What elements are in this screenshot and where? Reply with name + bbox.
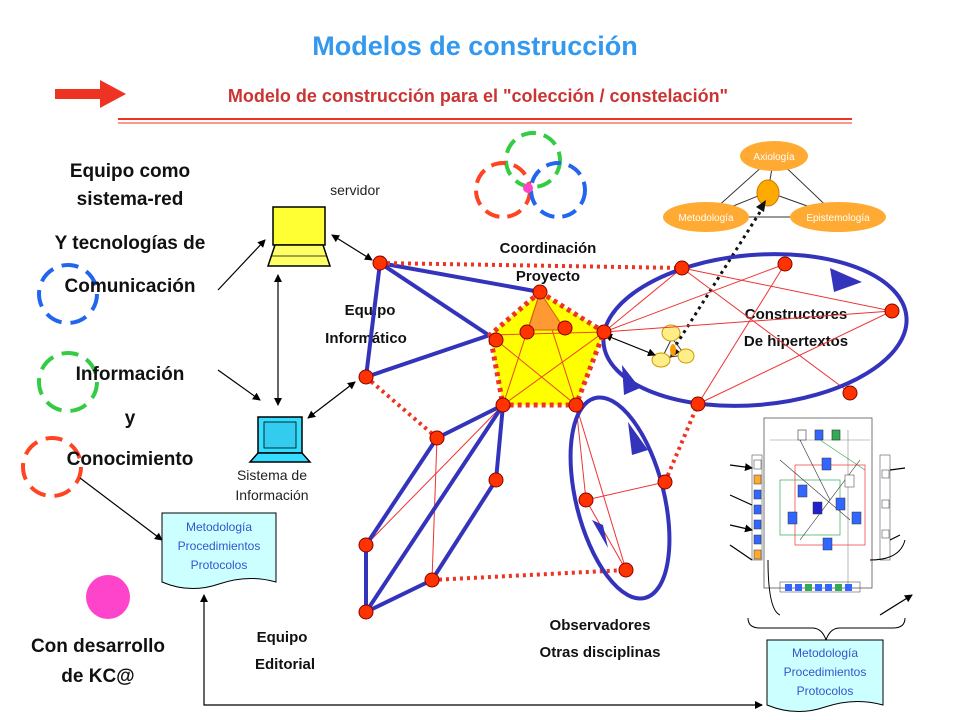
label-sistema-1: Sistema de [237,467,307,483]
node [488,472,504,488]
network-thin-links [365,263,893,581]
node [568,397,584,413]
network-blue-links [364,261,541,614]
label-y: y [125,408,136,429]
red-arrow-icon [55,80,126,108]
node [578,492,594,508]
coordination-pentagon [487,288,608,408]
node [358,537,374,553]
doc-right-line1: Metodología [792,646,858,660]
dashed-rings-cluster [474,131,587,219]
label-informatico-2: Informático [325,330,407,347]
node [557,320,573,336]
doc-right-line3: Protocolos [797,684,854,698]
doc-left-line3: Protocolos [191,558,248,572]
node [495,397,511,413]
constructores-arrow-bottom [622,365,640,395]
constructores-arrow-top [830,268,862,292]
node [424,572,440,588]
observadores-arrow-bottom [592,520,608,548]
node [358,604,374,620]
label-informatico-1: Equipo [345,302,396,319]
label-coordinacion-2: Proyecto [516,268,580,285]
servidor-computer-icon [266,206,332,267]
dotted-link-epistemic [674,211,762,346]
doc-right: Metodología Procedimientos Protocolos [766,639,884,712]
node [777,256,793,272]
label-coordinacion-1: Coordinación [500,240,597,257]
node [690,396,706,412]
epistemic-triangle: Axiología Metodología Epistemología [663,141,886,232]
label-desarrollo-2: de KC@ [61,666,134,687]
network-nodes [358,255,900,620]
label-servidor: servidor [330,182,380,198]
label-conocimiento: Conocimiento [67,449,194,470]
label-observadores-1: Observadores [550,617,651,634]
label-axiologia: Axiología [753,152,795,163]
label-comunicacion: Comunicación [65,276,196,297]
observadores-arrow-top [628,422,648,455]
arrow-docs-link [200,594,763,709]
node [519,324,535,340]
label-metodologia-epi: Metodología [678,213,733,224]
label-editorial-2: Editorial [255,656,315,673]
label-desarrollo-1: Con desarrollo [31,636,165,657]
hypertext-structure-diagram [729,417,913,642]
label-constructores-1: Constructores [745,306,848,323]
blue-dashed-ring [37,263,99,325]
arrow-informacion-sistema [217,369,261,401]
network-dotted-links [364,261,700,582]
arrow-servidor-network [331,234,373,261]
node [674,260,690,276]
node [657,474,673,490]
node [842,385,858,401]
label-informacion: Información [76,364,185,385]
arrow-sistema-network [307,381,356,419]
node [488,332,504,348]
page-subtitle: Modelo de construcción para el "colecció… [228,86,728,106]
green-dashed-ring [37,351,99,413]
arrow-comunicacion-servidor [217,239,266,291]
constructores-ellipse [601,252,909,408]
label-constructores-2: De hipertextos [744,333,848,350]
node [372,255,388,271]
label-tecnologias: Y tecnologías de [55,233,206,254]
node [884,303,900,319]
label-observadores-2: Otras disciplinas [540,644,661,661]
page-title: Modelos de construcción [312,31,638,61]
label-sistema-2: Información [235,487,308,503]
node [618,562,634,578]
node [596,324,612,340]
label-editorial-1: Equipo [257,629,308,646]
node [358,369,374,385]
doc-left-line1: Metodología [186,520,252,534]
magenta-circle [86,575,130,619]
doc-left: Metodología Procedimientos Protocolos [161,512,277,589]
red-dashed-ring [21,436,83,498]
arrow-pentagon-figure [604,333,656,357]
node [532,284,548,300]
doc-right-line2: Procedimientos [784,665,867,679]
label-equipo-red-2: sistema-red [77,189,184,210]
sistema-computer-icon [248,416,312,463]
node [429,430,445,446]
small-epistemic-figure [651,324,695,368]
label-equipo-red-1: Equipo como [70,161,190,182]
observadores-ellipse [568,395,672,601]
arrow-conocimiento-doc [79,477,163,541]
label-epistemologia: Epistemología [806,213,870,224]
doc-left-line2: Procedimientos [178,539,261,553]
